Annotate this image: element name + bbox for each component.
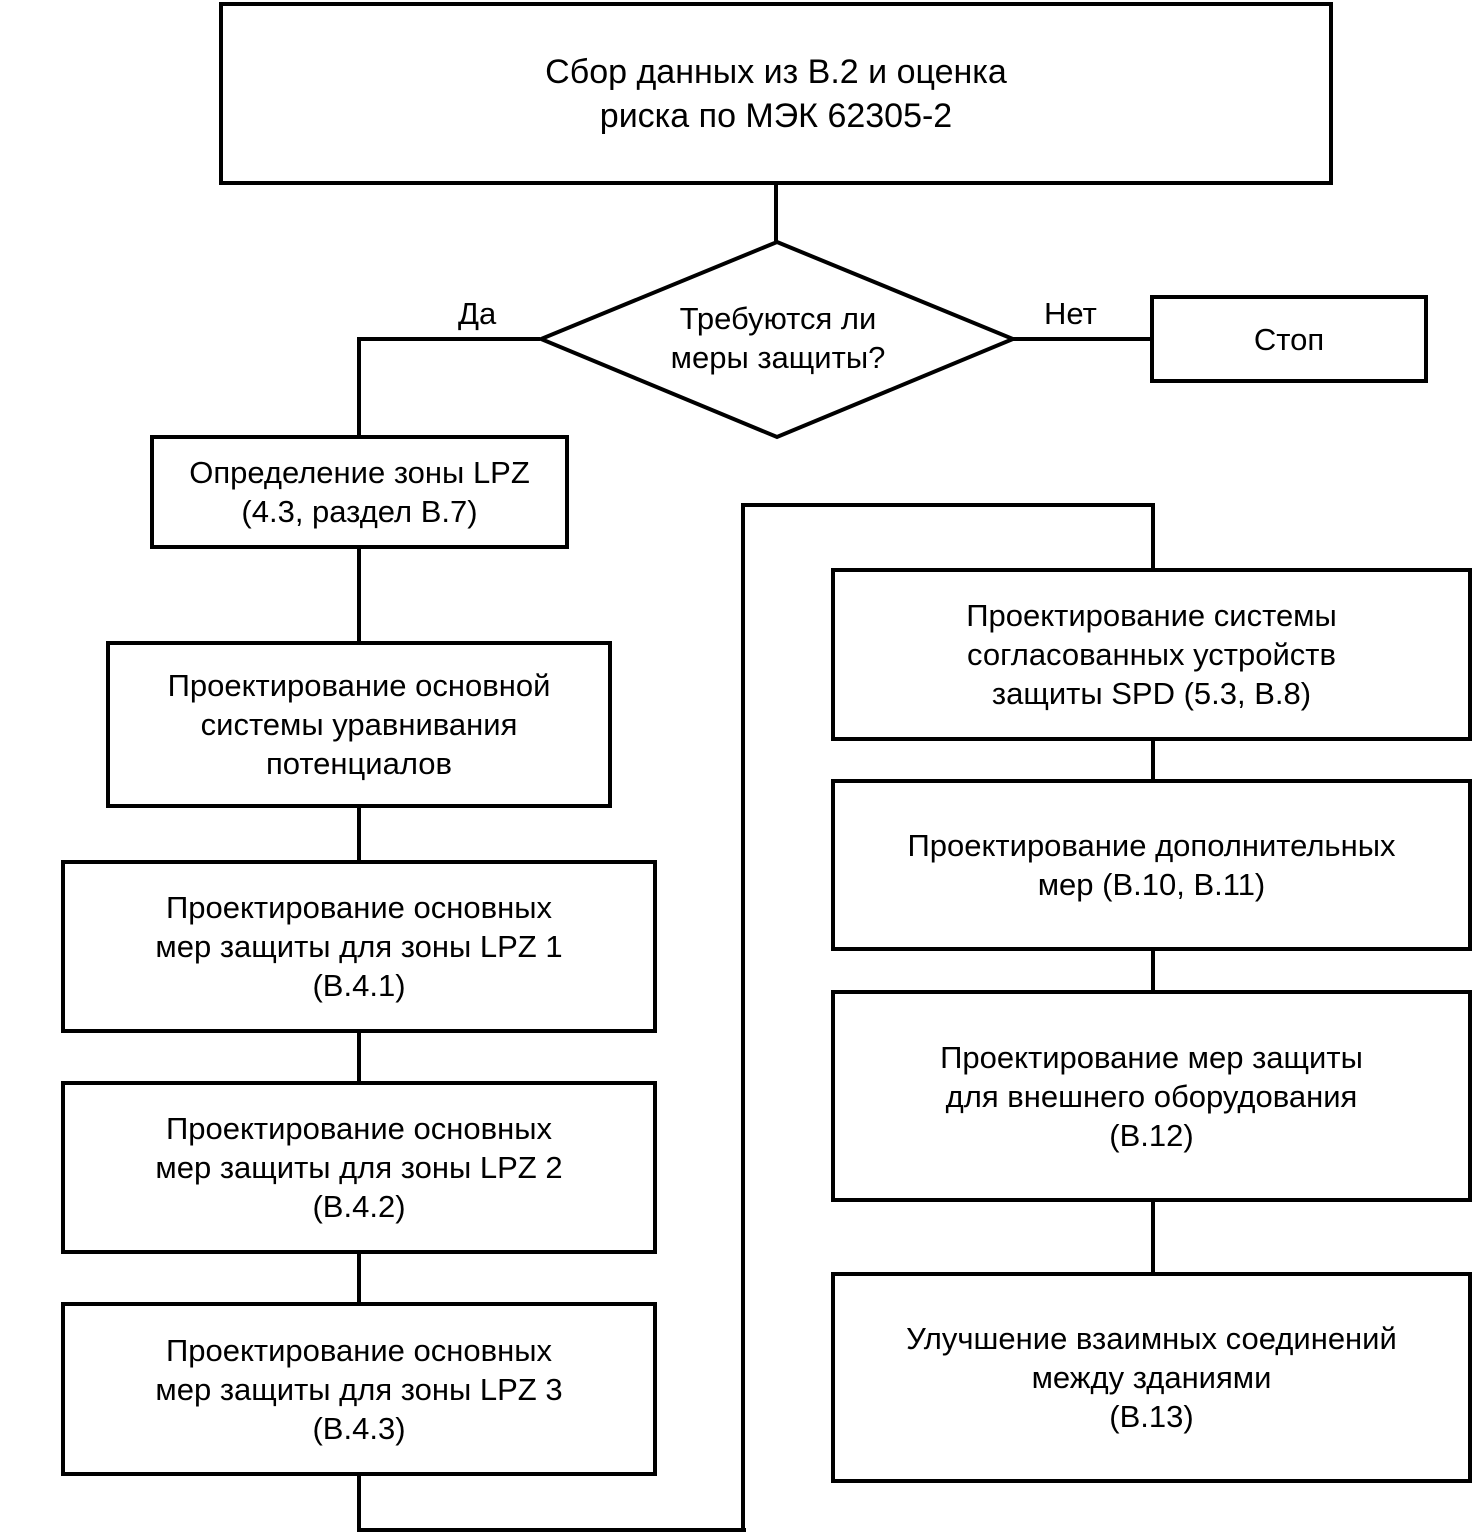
box-line: Проектирование основных xyxy=(165,1111,553,1146)
connector-left-2-3 xyxy=(357,806,361,862)
box-line: Проектирование основных xyxy=(165,890,553,925)
start-box-line: риска по МЭК 62305-2 xyxy=(599,96,953,135)
box-line: Проектирование основной xyxy=(167,668,551,703)
connector-right-3-4 xyxy=(1151,1200,1155,1276)
box-line: между зданиями xyxy=(1031,1360,1272,1395)
stop-box-line: Стоп xyxy=(1253,321,1325,357)
connector-start-to-decision xyxy=(774,183,778,241)
start-box-data-collection: Сбор данных из B.2 и оценка риска по МЭК… xyxy=(219,2,1333,185)
connector-right-2-3 xyxy=(1151,949,1155,995)
yes-label: Да xyxy=(458,296,497,331)
box-line: мер (B.10, B.11) xyxy=(1037,867,1266,902)
box-line: Проектирование мер защиты xyxy=(940,1039,1363,1075)
box-external-equipment: Проектирование мер защиты для внешнего о… xyxy=(831,990,1472,1202)
connector-top-right-horizontal xyxy=(741,503,1155,507)
box-line: (4.3, раздел B.7) xyxy=(241,494,478,529)
box-line: (B.4.1) xyxy=(312,968,406,1003)
box-line: потенциалов xyxy=(265,746,452,781)
box-line: Проектирование системы xyxy=(966,598,1337,633)
connector-yes-vertical xyxy=(357,337,361,437)
box-bonding-system: Проектирование основной системы уравнива… xyxy=(106,641,612,808)
decision-text: Требуются ли меры защиты? xyxy=(600,299,956,377)
decision-line: Требуются ли xyxy=(679,301,877,336)
box-line: мер защиты для зоны LPZ 3 xyxy=(155,1371,563,1407)
connector-no-horizontal xyxy=(1012,337,1152,341)
connector-left-3-4 xyxy=(357,1031,361,1085)
box-lpz3-measures: Проектирование основных мер защиты для з… xyxy=(61,1302,657,1476)
connector-bottom-horizontal xyxy=(357,1528,746,1532)
box-line: Улучшение взаимных соединений xyxy=(906,1321,1397,1356)
decision-line: меры защиты? xyxy=(670,340,886,375)
box-line: системы уравнивания xyxy=(200,707,518,742)
box-line: согласованных устройств xyxy=(967,637,1336,672)
connector-right-1-2 xyxy=(1151,739,1155,783)
box-line: (B.4.3) xyxy=(312,1410,406,1446)
connector-left-4-5 xyxy=(357,1252,361,1306)
box-line: защиты SPD (5.3, B.8) xyxy=(991,676,1312,711)
box-line: Проектирование основных xyxy=(165,1332,553,1368)
box-define-lpz: Определение зоны LPZ (4.3, раздел B.7) xyxy=(150,435,569,549)
box-line: мер защиты для зоны LPZ 1 xyxy=(155,929,563,964)
box-line: (B.4.2) xyxy=(312,1189,406,1224)
connector-yes-horizontal xyxy=(357,337,540,341)
box-line: мер защиты для зоны LPZ 2 xyxy=(155,1150,563,1185)
box-line: для внешнего оборудования xyxy=(945,1078,1358,1114)
box-line: (B.12) xyxy=(1109,1117,1194,1153)
connector-left-1-2 xyxy=(357,547,361,643)
connector-left-bottom-vertical xyxy=(357,1474,361,1532)
decision-diamond xyxy=(538,239,1016,440)
box-lpz1-measures: Проектирование основных мер защиты для з… xyxy=(61,860,657,1033)
box-lpz2-measures: Проектирование основных мер защиты для з… xyxy=(61,1081,657,1254)
box-line: (B.13) xyxy=(1109,1399,1194,1434)
start-box-line: Сбор данных из B.2 и оценка xyxy=(545,52,1007,91)
connector-right-top-vertical xyxy=(1151,503,1155,572)
box-spd-system: Проектирование системы согласованных уст… xyxy=(831,568,1472,741)
connector-middle-vertical xyxy=(741,503,745,1532)
box-building-interconnections: Улучшение взаимных соединений между здан… xyxy=(831,1272,1472,1483)
no-label: Нет xyxy=(1044,296,1097,331)
stop-box: Стоп xyxy=(1150,295,1428,383)
box-line: Определение зоны LPZ xyxy=(189,455,530,490)
box-additional-measures: Проектирование дополнительных мер (B.10,… xyxy=(831,779,1472,951)
box-line: Проектирование дополнительных xyxy=(907,828,1396,863)
